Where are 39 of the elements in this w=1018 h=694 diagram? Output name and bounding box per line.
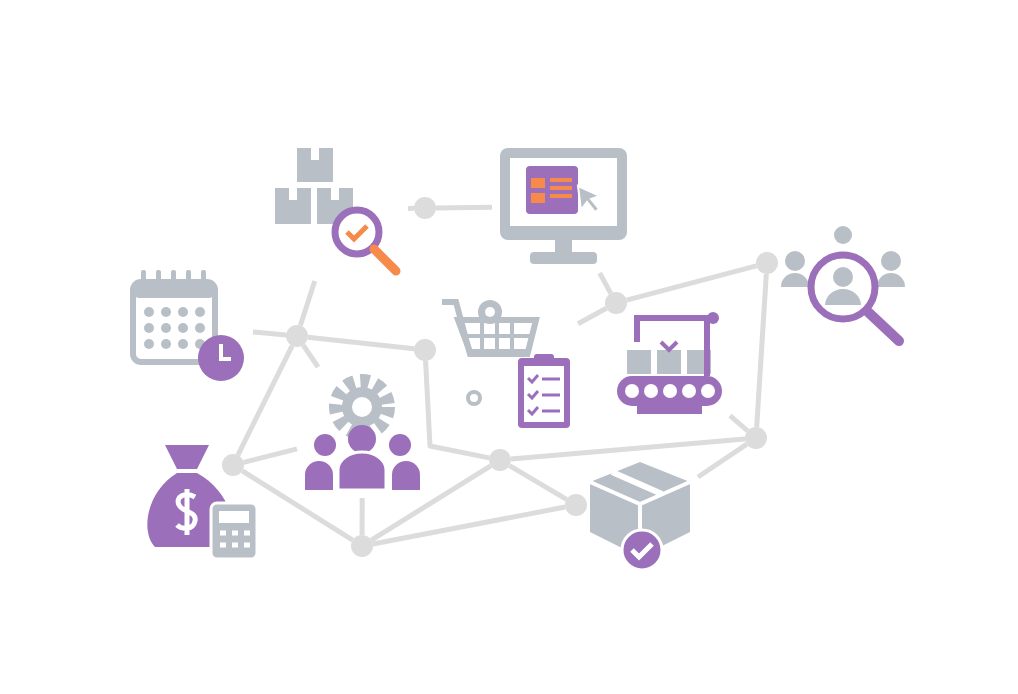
- network-dot: [605, 292, 627, 314]
- package-check-icon: [590, 462, 690, 570]
- connector-line: [696, 442, 749, 480]
- network-dot: [286, 325, 308, 347]
- warehouse-search-icon: [275, 148, 400, 273]
- connector-line: [754, 273, 769, 428]
- connector-line: [728, 413, 750, 433]
- connector-line: [301, 343, 321, 369]
- network-dot: [489, 449, 511, 471]
- connector-line: [510, 436, 746, 462]
- network-dot: [565, 494, 587, 516]
- cart-checklist-icon: [442, 298, 570, 428]
- network-dot: [745, 427, 767, 449]
- connector-line: [241, 468, 354, 543]
- connector-line: [407, 205, 415, 211]
- connector-line: [626, 263, 757, 303]
- network-dot: [222, 454, 244, 476]
- network-dot: [414, 197, 436, 219]
- network-dot: [351, 535, 373, 557]
- people-search-icon: [781, 225, 905, 345]
- connector-line: [298, 280, 318, 327]
- connector-line: [252, 329, 287, 338]
- network-dot: [414, 339, 436, 361]
- calendar-clock-icon: [133, 270, 245, 382]
- connector-line: [370, 463, 492, 543]
- connector-line: [597, 271, 613, 295]
- connector-line: [508, 463, 568, 502]
- network-dot: [756, 252, 778, 274]
- connector-line: [235, 344, 295, 457]
- connector-line: [372, 504, 566, 547]
- connector-line: [435, 204, 493, 211]
- conveyor-belt-icon: [617, 312, 722, 415]
- team-gear-icon: [305, 375, 420, 490]
- computer-monitor-icon: [500, 148, 627, 265]
- connector-line: [307, 334, 415, 352]
- connector-line: [359, 498, 365, 535]
- connector-line: [576, 306, 608, 326]
- connector-line: [243, 446, 298, 465]
- connector-line: [423, 360, 490, 461]
